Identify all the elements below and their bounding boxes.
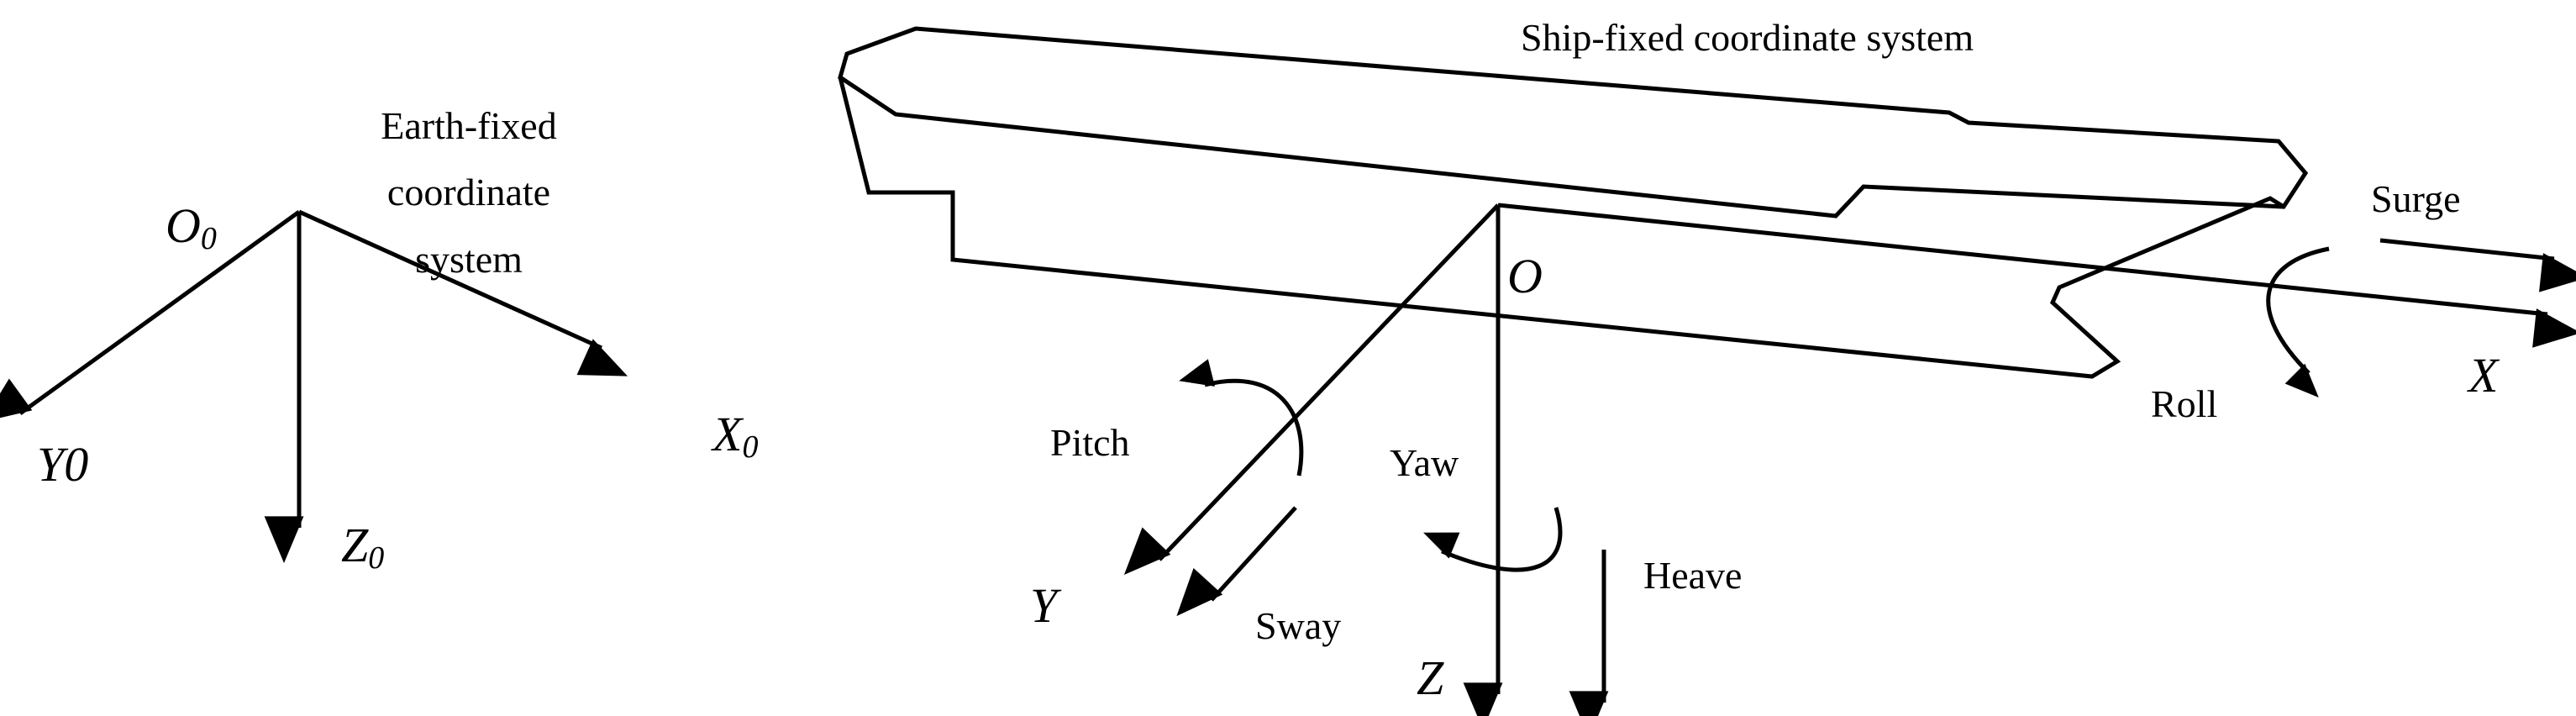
earth-frame-label-line-1: Earth-fixed <box>381 104 556 147</box>
earth-axis-y <box>0 209 301 423</box>
ship-axis-x-label: X <box>2467 348 2500 403</box>
ship-frame: O X Y Z <box>1030 203 2576 716</box>
pitch-label: Pitch <box>1050 421 1130 464</box>
earth-frame-label-line-2: coordinate <box>387 171 550 213</box>
earth-axis-z-label: Z0 <box>341 518 384 576</box>
hull-deck-outline <box>838 26 2309 218</box>
hull-side-outline <box>838 76 2285 379</box>
ship-axis-z-label: Z <box>1417 650 1444 705</box>
yaw-arrow <box>1423 507 1563 572</box>
ship-hull <box>838 26 2309 379</box>
ship-frame-label: Ship-fixed coordinate system <box>1521 16 1974 59</box>
sway-label: Sway <box>1255 604 1341 647</box>
motion-indicators: Surge Roll Pitch Sway Yaw Heave <box>1050 177 2576 716</box>
earth-axis-y-label: Y0 <box>37 437 88 492</box>
earth-axis-x-label: X0 <box>711 407 758 465</box>
earth-axis-x <box>297 209 628 376</box>
heave-label: Heave <box>1643 554 1742 597</box>
surge-label: Surge <box>2371 177 2461 220</box>
roll-label: Roll <box>2151 382 2217 425</box>
roll-arrow <box>2266 246 2330 397</box>
earth-frame: Earth-fixed coordinate system O0 X0 Y0 Z… <box>0 104 758 576</box>
ship-axis-y <box>1123 203 1500 576</box>
earth-origin-label: O0 <box>166 198 217 256</box>
ship-origin-label: O <box>1507 249 1543 303</box>
ship-axis-y-label: Y <box>1030 578 1062 633</box>
surge-arrow <box>2379 238 2576 292</box>
ship-axis-x <box>1497 203 2576 348</box>
pitch-arrow <box>1179 359 1304 476</box>
yaw-label: Yaw <box>1390 441 1459 484</box>
earth-frame-label-line-3: system <box>415 238 523 281</box>
sway-arrow <box>1176 506 1297 617</box>
